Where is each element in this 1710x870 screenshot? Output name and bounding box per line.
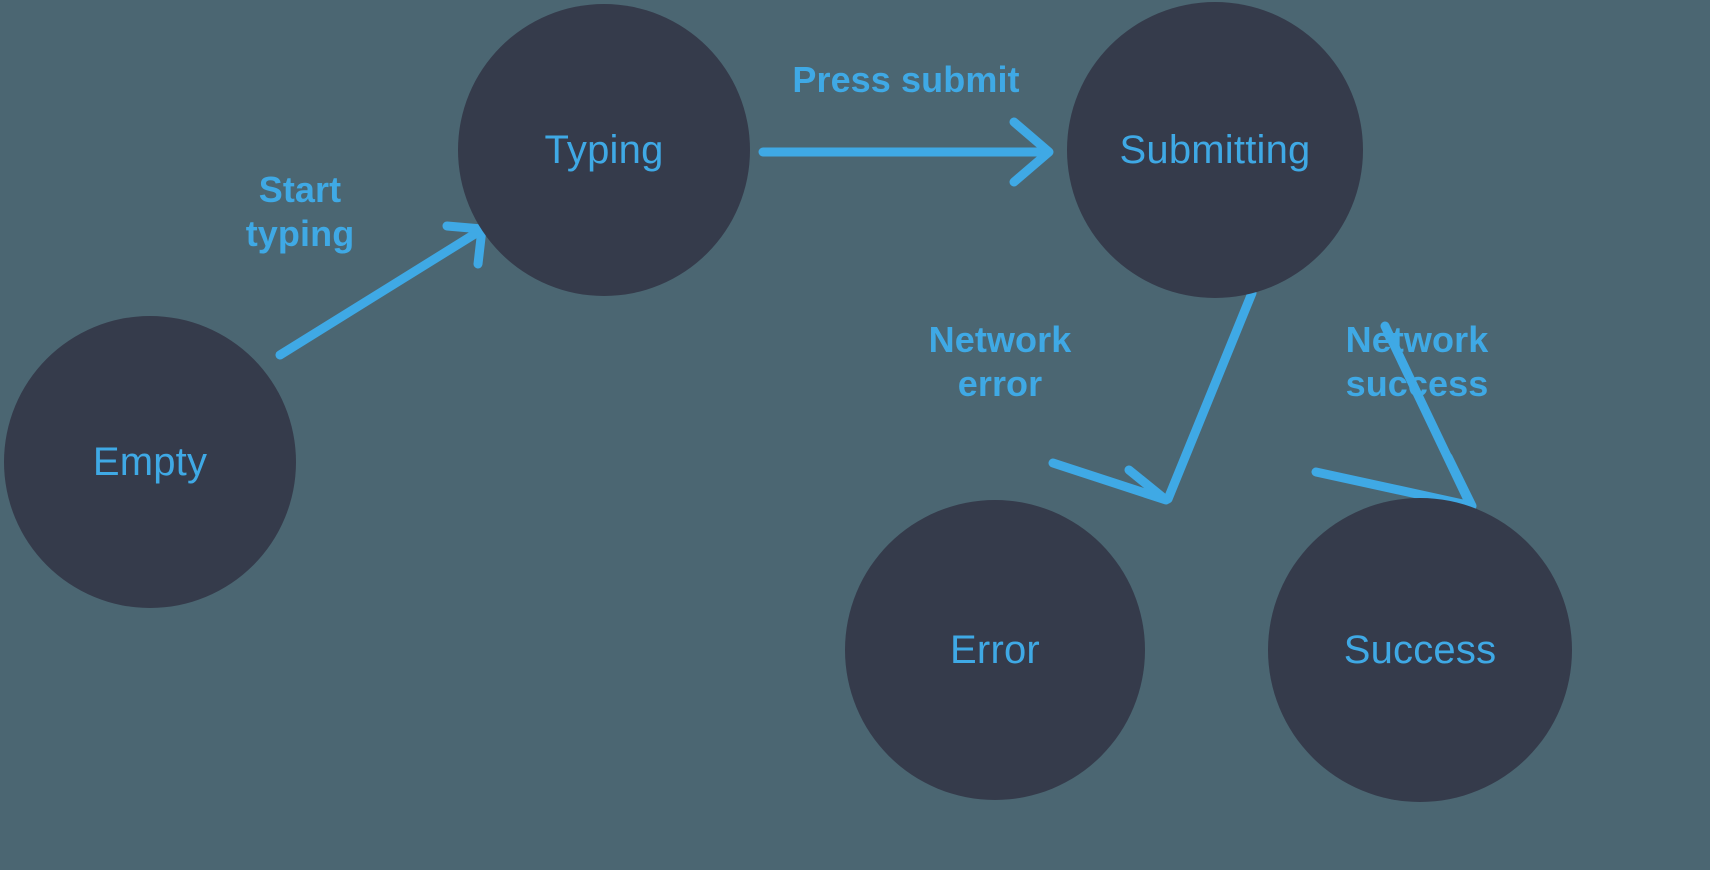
state-node-submitting[interactable]: Submitting [1067,2,1363,298]
state-node-label: Empty [92,440,208,484]
transition-label-network-error: Network error [928,319,1072,404]
state-node-error[interactable]: Error [845,500,1145,800]
state-node-typing[interactable]: Typing [458,4,750,296]
transition-label-start-typing: Start typing [245,169,355,254]
arrow-press-submit [758,117,1054,187]
transition-label-network-success: Network success [1345,319,1489,404]
state-node-label: Typing [544,128,664,172]
state-node-label: Submitting [1119,128,1311,172]
state-node-success[interactable]: Success [1268,498,1572,802]
state-node-empty[interactable]: Empty [4,316,296,608]
transition-label-press-submit: Press submit [792,59,1020,100]
state-node-label: Error [950,628,1040,672]
state-node-label: Success [1343,628,1497,672]
